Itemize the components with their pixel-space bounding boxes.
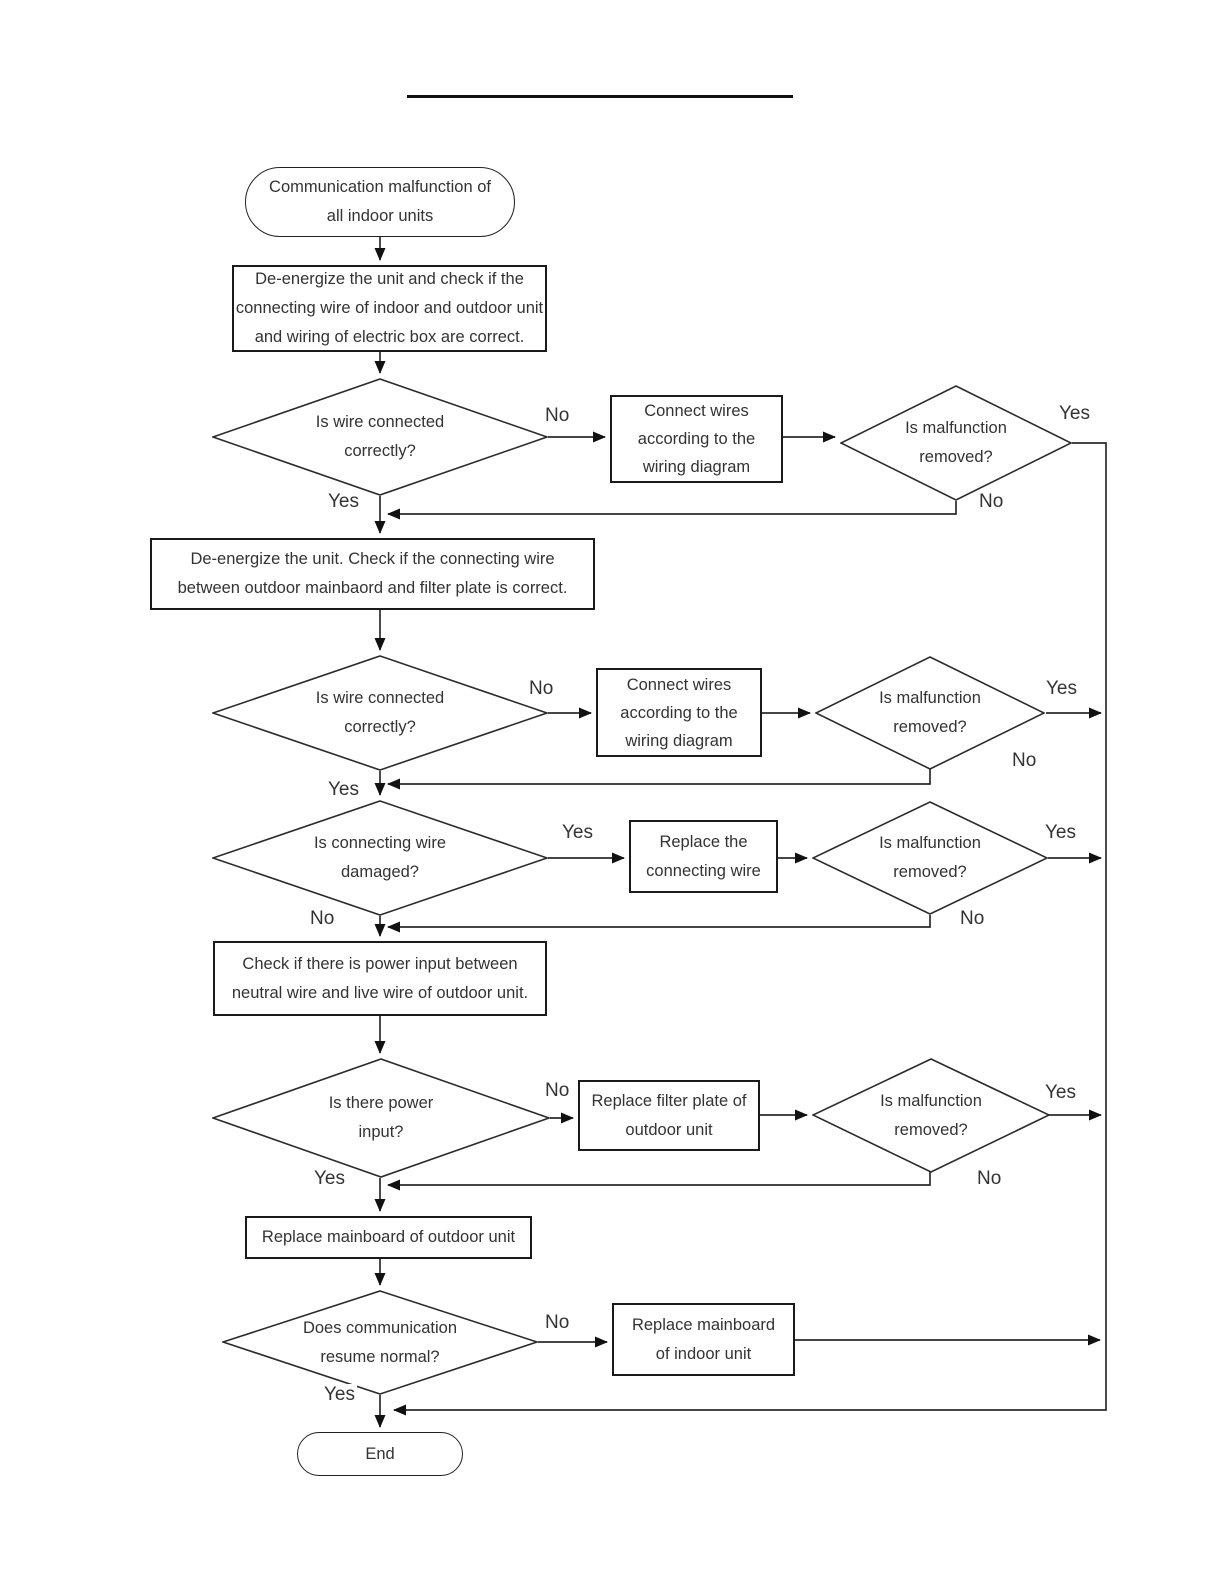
text-line: resume normal? bbox=[320, 1347, 440, 1366]
process-replace-filter-plate: Replace filter plate of outdoor unit bbox=[578, 1080, 760, 1151]
process-check-mainboard-filter-wire: De-energize the unit. Check if the conne… bbox=[150, 538, 595, 610]
decision-power-input: Is there power input? bbox=[212, 1058, 550, 1178]
edge-label-yes: Yes bbox=[1057, 403, 1092, 425]
text-line: correctly? bbox=[344, 718, 416, 736]
terminal-end: End bbox=[297, 1432, 463, 1476]
decision-malfunction-removed-2: Is malfunction removed? bbox=[815, 656, 1045, 770]
process-check-power-input: Check if there is power input between ne… bbox=[213, 941, 547, 1016]
edge-label-no: No bbox=[1010, 750, 1039, 772]
edge-label-yes: Yes bbox=[326, 779, 361, 801]
text-line: Does communication bbox=[302, 1318, 458, 1337]
text-line: between outdoor mainbaord and filter pla… bbox=[177, 579, 568, 597]
edge-label-yes: Yes bbox=[322, 1384, 357, 1406]
text-line: Is malfunction bbox=[879, 834, 981, 852]
edge-label-yes: Yes bbox=[1044, 678, 1079, 700]
title-underline bbox=[407, 95, 793, 98]
edge-label-no: No bbox=[975, 1168, 1004, 1190]
decision-text: Is connecting wire damaged? bbox=[314, 829, 446, 887]
decision-text: Is malfunction removed? bbox=[880, 1087, 982, 1145]
text-line: Replace mainboard of outdoor unit bbox=[261, 1228, 516, 1246]
edge-label-no: No bbox=[543, 1312, 572, 1334]
edge-label-no: No bbox=[543, 1080, 572, 1102]
decision-text: Is there power input? bbox=[329, 1089, 434, 1147]
diamond-shape bbox=[840, 385, 1072, 501]
text-line: De-energize the unit and check if the bbox=[255, 270, 524, 288]
process-check-indoor-outdoor-wiring: De-energize the unit and check if the co… bbox=[232, 265, 547, 352]
text-line: End bbox=[365, 1444, 395, 1463]
decision-malfunction-removed-4: Is malfunction removed? bbox=[812, 1058, 1050, 1173]
text-line: Is malfunction bbox=[879, 689, 981, 707]
edge-label-no: No bbox=[543, 405, 572, 427]
process-replace-connecting-wire: Replace the connecting wire bbox=[629, 820, 778, 893]
process-connect-wires-1: Connect wires according to the wiring di… bbox=[610, 395, 783, 483]
decision-text: Is malfunction removed? bbox=[879, 829, 981, 887]
text-line: Is connecting wire bbox=[313, 834, 447, 852]
text-line: removed? bbox=[893, 718, 967, 736]
decision-wire-connected-correctly-2: Is wire connected correctly? bbox=[212, 655, 548, 771]
edge-label-yes: Yes bbox=[1043, 822, 1078, 844]
text-line: removed? bbox=[893, 863, 967, 881]
decision-text: Does communication resume normal? bbox=[303, 1314, 457, 1372]
process-replace-indoor-mainboard: Replace mainboard of indoor unit bbox=[612, 1303, 795, 1376]
process-replace-outdoor-mainboard: Replace mainboard of outdoor unit bbox=[245, 1216, 532, 1259]
decision-communication-resume: Does communication resume normal? bbox=[222, 1290, 538, 1395]
text-line: Connect wires bbox=[644, 402, 749, 420]
text-line: Replace mainboard bbox=[631, 1315, 776, 1334]
decision-text: Is wire connected correctly? bbox=[316, 408, 444, 466]
text-line: Replace the bbox=[659, 832, 748, 851]
decision-malfunction-removed-1: Is malfunction removed? bbox=[840, 385, 1072, 501]
text-line: neutral wire and live wire of outdoor un… bbox=[231, 983, 529, 1002]
diamond-shape bbox=[812, 1058, 1050, 1173]
decision-wire-connected-correctly-1: Is wire connected correctly? bbox=[212, 378, 548, 496]
decision-text: Is malfunction removed? bbox=[879, 684, 981, 742]
text-line: Is malfunction bbox=[880, 1091, 982, 1110]
text-line: according to the bbox=[620, 703, 738, 722]
diamond-shape bbox=[222, 1290, 538, 1395]
edge-label-no: No bbox=[308, 908, 337, 930]
text-line: De-energize the unit. Check if the conne… bbox=[190, 550, 555, 568]
text-line: of indoor unit bbox=[655, 1344, 752, 1363]
text-line: removed? bbox=[919, 448, 993, 466]
diamond-shape bbox=[815, 656, 1045, 770]
diamond-shape bbox=[812, 801, 1048, 915]
text-line: Is there power bbox=[328, 1094, 434, 1112]
edge-label-no: No bbox=[958, 908, 987, 930]
text-line: removed? bbox=[894, 1120, 968, 1139]
edge-label-yes: Yes bbox=[560, 822, 595, 844]
text-line: and wiring of electric box are correct. bbox=[254, 328, 525, 346]
text-line: connecting wire of indoor and outdoor un… bbox=[235, 299, 544, 317]
text-line: damaged? bbox=[341, 863, 419, 881]
text-line: Communication malfunction of bbox=[269, 178, 491, 196]
text-line: connecting wire bbox=[646, 861, 761, 880]
text-line: wiring diagram bbox=[642, 458, 751, 476]
diamond-shape bbox=[212, 655, 548, 771]
diamond-shape bbox=[212, 378, 548, 496]
decision-connecting-wire-damaged: Is connecting wire damaged? bbox=[212, 800, 548, 916]
text-line: Replace filter plate of bbox=[591, 1091, 747, 1110]
text-line: Is malfunction bbox=[905, 419, 1007, 437]
text-line: outdoor unit bbox=[625, 1120, 713, 1139]
text-line: Connect wires bbox=[626, 675, 732, 694]
decision-text: Is wire connected correctly? bbox=[316, 684, 444, 742]
text-line: Is wire connected bbox=[315, 689, 445, 707]
edge-label-no: No bbox=[527, 678, 556, 700]
text-line: Is wire connected bbox=[315, 413, 445, 431]
diamond-shape bbox=[212, 1058, 550, 1178]
text-line: according to the bbox=[637, 430, 756, 448]
text-line: input? bbox=[358, 1123, 404, 1141]
decision-malfunction-removed-3: Is malfunction removed? bbox=[812, 801, 1048, 915]
text-line: wiring diagram bbox=[625, 731, 733, 750]
edge-label-yes: Yes bbox=[326, 491, 361, 513]
edge-label-yes: Yes bbox=[1043, 1082, 1078, 1104]
text-line: Check if there is power input between bbox=[242, 954, 518, 973]
edge-label-no: No bbox=[977, 491, 1006, 513]
edge-label-yes: Yes bbox=[312, 1168, 347, 1190]
text-line: correctly? bbox=[344, 442, 416, 460]
text-line: all indoor units bbox=[326, 207, 434, 225]
decision-text: Is malfunction removed? bbox=[905, 414, 1007, 472]
terminal-start: Communication malfunction of all indoor … bbox=[245, 167, 515, 237]
diamond-shape bbox=[212, 800, 548, 916]
process-connect-wires-2: Connect wires according to the wiring di… bbox=[596, 668, 762, 757]
